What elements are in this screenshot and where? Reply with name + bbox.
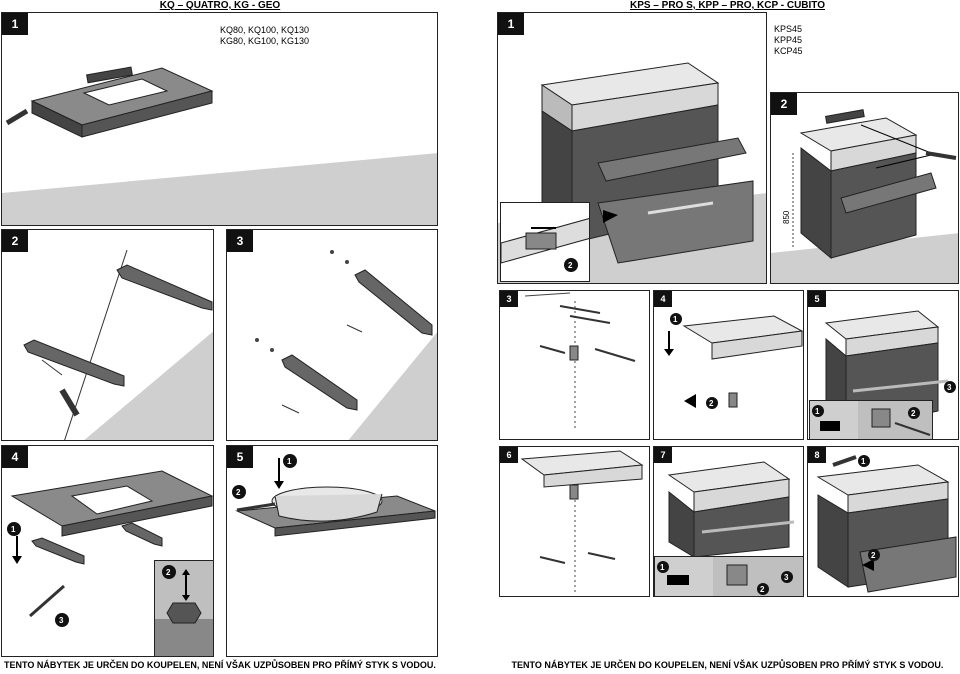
step-number: 3 [227,230,253,252]
step-number: 4 [2,446,28,468]
basin-anchors-illustration [520,450,644,592]
right-footer-note: TENTO NÁBYTEK JE URČEN DO KOUPELEN, NENÍ… [511,660,944,670]
basin-hanging-illustration: 1 2 [664,313,803,409]
callout-2: 2 [568,261,573,270]
right-step-2-panel: 2 850 [770,92,959,284]
left-step-4-inset: 2 [154,560,214,657]
step-number: 5 [227,446,253,468]
right-step-6-panel: 6 [499,446,650,597]
drawer-runner-detail: 2 [501,218,589,272]
right-step-8-panel: 8 1 2 [807,446,959,597]
right-header: KPS – PRO S, KPP – PRO, KCP - CUBITO [629,0,826,11]
step-number: 2 [771,93,797,115]
callout-2: 2 [871,551,876,560]
callout-1: 1 [11,525,16,534]
right-step-3-panel: 3 [499,290,650,440]
cabinet-finishing-illustration: 1 2 [816,455,957,593]
bracket-adjust-detail: 1 2 3 [655,557,803,596]
callout-2: 2 [760,585,765,594]
left-header: KQ – QUATRO, KG - GEO [159,0,281,11]
right-model-list: KPS45 KPP45 KCP45 [774,24,803,57]
step-number: 7 [654,447,672,463]
right-step-7-inset: 1 2 3 [654,556,804,597]
left-step-3-panel: 3 [226,229,438,441]
callout-2: 2 [709,399,714,408]
right-step-1-inset: 2 [500,202,590,282]
step-number: 3 [500,291,518,307]
step-number: 8 [808,447,826,463]
bracket-mounting-illustration [23,249,213,440]
countertop-illustration [2,66,437,225]
bracket-screws-illustration [255,250,437,440]
left-step-1-panel: 1 KQ80, KQ100, KQ130 KG80, KG100, KG130 [1,12,438,226]
left-step-5-panel: 5 1 2 [226,445,438,657]
callout-1: 1 [861,457,866,466]
model-line: KG80, KG100, KG130 [220,36,310,46]
model-line: KPP45 [774,35,803,45]
step-number: 6 [500,447,518,463]
basin-placement-illustration: 1 2 [232,454,436,537]
step-number: 1 [2,13,28,35]
callout-2: 2 [236,488,241,497]
step-number: 4 [654,291,672,307]
right-step-5-inset: 1 2 [809,400,933,440]
right-step-4-panel: 4 1 2 [653,290,804,440]
callout-2: 2 [166,568,171,577]
model-line: KQ80, KQ100, KQ130 [220,25,310,35]
bracket-adjust-detail: 1 2 [810,401,932,439]
callout-1: 1 [673,315,678,324]
left-footer-note: TENTO NÁBYTEK JE URČEN DO KOUPELEN, NENÍ… [4,660,436,670]
left-model-list: KQ80, KQ100, KQ130 KG80, KG100, KG130 [220,25,309,47]
countertop-placement-illustration: 1 3 [7,470,213,627]
callout-2: 2 [911,409,916,418]
callout-3: 3 [784,573,789,582]
callout-3: 3 [947,383,952,392]
callout-3: 3 [59,616,64,625]
left-step-2-panel: 2 [1,229,214,441]
adjustable-foot-illustration: 2 [155,565,213,656]
cabinet-hanging-illustration [667,461,795,558]
wall-anchors-illustration [524,292,636,431]
step-number: 5 [808,291,826,307]
callout-1: 1 [660,563,665,572]
callout-1: 1 [815,407,820,416]
cabinet-level-illustration: 850 [771,109,958,283]
model-line: KCP45 [774,46,803,56]
dimension-label: 850 [782,210,791,224]
callout-1: 1 [287,457,292,466]
step-number: 2 [2,230,28,252]
step-number: 1 [498,13,524,35]
model-line: KPS45 [774,24,803,34]
